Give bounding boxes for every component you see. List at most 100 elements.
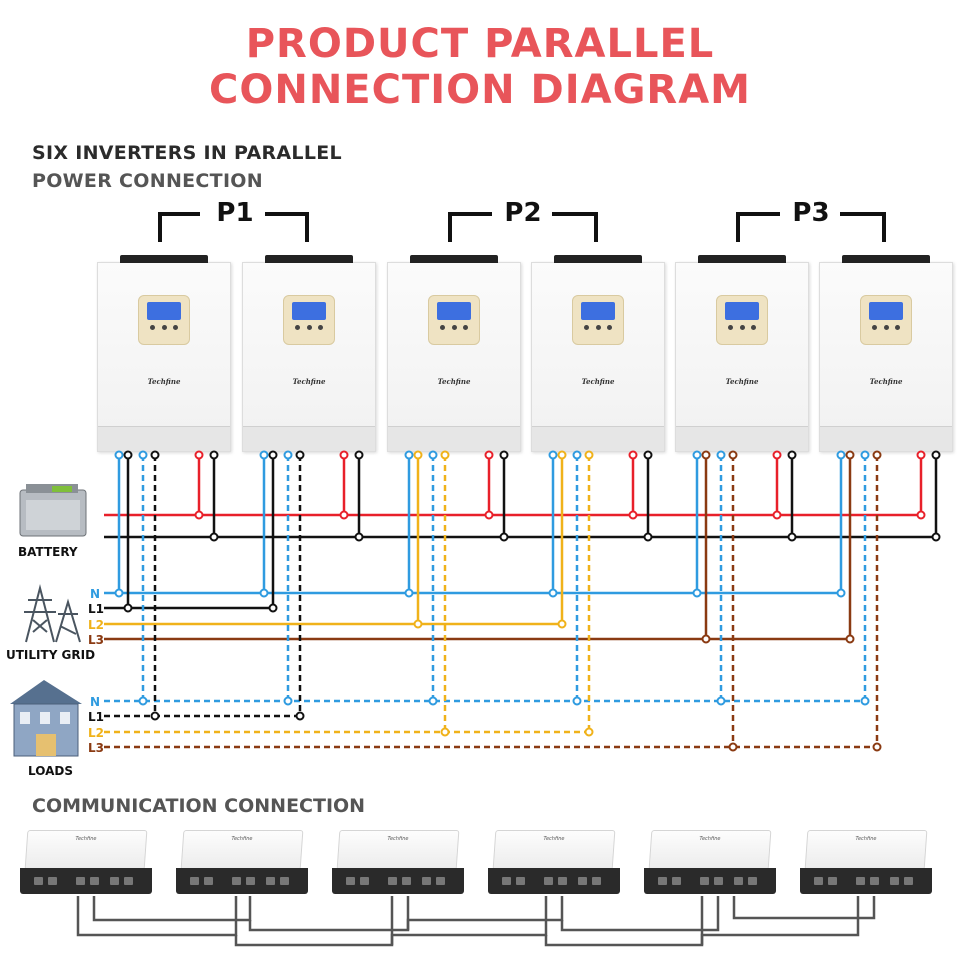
loads-line-n-label: N bbox=[90, 695, 101, 709]
inv3-load-l-terminal bbox=[440, 450, 450, 460]
inv2-battery-pos-terminal bbox=[339, 450, 349, 460]
comm-inverter-4: Techfine bbox=[488, 830, 620, 896]
bracket-p1 bbox=[158, 212, 200, 242]
inv4-load-n-terminal bbox=[572, 450, 582, 460]
port-panel bbox=[20, 868, 152, 894]
inv3-load-n-joint bbox=[428, 696, 438, 706]
brand-logo: Techfine bbox=[869, 377, 903, 386]
inv1-battery-pos-joint bbox=[194, 510, 204, 520]
terminal-cover bbox=[243, 426, 375, 451]
inv6-load-n-terminal bbox=[860, 450, 870, 460]
bracket-p3-right bbox=[840, 212, 886, 242]
diagram-title-line1: PRODUCT PARALLEL bbox=[245, 21, 715, 67]
group-label-p1: P1 bbox=[216, 198, 254, 228]
inv1-battery-neg-terminal bbox=[209, 450, 219, 460]
inv6-battery-neg-terminal bbox=[931, 450, 941, 460]
inverter-unit-1: Techfine bbox=[97, 255, 231, 452]
inv3-grid-n-terminal bbox=[404, 450, 414, 460]
inv2-load-l-terminal bbox=[295, 450, 305, 460]
group-label-p3: P3 bbox=[792, 198, 830, 228]
inv2-grid-l-joint bbox=[268, 603, 278, 613]
comm-inverter-1: Techfine bbox=[20, 830, 152, 896]
grid-line-n-label: N bbox=[90, 587, 101, 601]
group-label-p2: P2 bbox=[504, 198, 542, 228]
inv6-battery-pos-joint bbox=[916, 510, 926, 520]
lcd-screen bbox=[725, 302, 759, 320]
inv1-load-l-joint bbox=[150, 711, 160, 721]
port-panel bbox=[488, 868, 620, 894]
inv2-load-l-joint bbox=[295, 711, 305, 721]
inv2-grid-n-terminal bbox=[259, 450, 269, 460]
control-panel bbox=[572, 295, 624, 345]
inv3-battery-pos-joint bbox=[484, 510, 494, 520]
inv6-grid-l-terminal bbox=[845, 450, 855, 460]
battery-icon bbox=[19, 484, 87, 537]
lcd-screen bbox=[581, 302, 615, 320]
port-panel bbox=[332, 868, 464, 894]
inv2-battery-pos-joint bbox=[339, 510, 349, 520]
panel-buttons bbox=[584, 325, 612, 331]
brand-logo: Techfine bbox=[725, 377, 759, 386]
inv6-grid-l-joint bbox=[845, 634, 855, 644]
inverter-unit-6: Techfine bbox=[819, 255, 953, 452]
utility-grid-icon bbox=[24, 584, 81, 643]
inv5-grid-n-joint bbox=[692, 588, 702, 598]
lcd-screen bbox=[292, 302, 326, 320]
inv1-load-l-terminal bbox=[150, 450, 160, 460]
panel-buttons bbox=[728, 325, 756, 331]
inv2-battery-neg-joint bbox=[354, 532, 364, 542]
inv3-load-l-joint bbox=[440, 727, 450, 737]
control-panel bbox=[860, 295, 912, 345]
mounting-bracket bbox=[698, 255, 786, 263]
inv5-load-l-terminal bbox=[728, 450, 738, 460]
port-panel bbox=[176, 868, 308, 894]
inv4-grid-n-joint bbox=[548, 588, 558, 598]
terminal-cover bbox=[820, 426, 952, 451]
inv5-battery-pos-terminal bbox=[772, 450, 782, 460]
loads-house-icon bbox=[10, 680, 82, 757]
inv1-load-n-joint bbox=[138, 696, 148, 706]
inv5-grid-l-terminal bbox=[701, 450, 711, 460]
brand-logo: Techfine bbox=[231, 836, 253, 842]
inv5-grid-l-joint bbox=[701, 634, 711, 644]
mounting-bracket bbox=[410, 255, 498, 263]
loads-line-l2-label: L2 bbox=[88, 726, 104, 740]
brand-logo: Techfine bbox=[699, 836, 721, 842]
brand-logo: Techfine bbox=[147, 377, 181, 386]
inv1-grid-l-terminal bbox=[123, 450, 133, 460]
panel-buttons bbox=[150, 325, 178, 331]
inv5-battery-pos-joint bbox=[772, 510, 782, 520]
brand-logo: Techfine bbox=[581, 377, 615, 386]
inv4-grid-n-terminal bbox=[548, 450, 558, 460]
inv5-load-n-joint bbox=[716, 696, 726, 706]
inv5-grid-n-terminal bbox=[692, 450, 702, 460]
panel-buttons bbox=[440, 325, 468, 331]
inv3-load-n-terminal bbox=[428, 450, 438, 460]
inv6-grid-n-terminal bbox=[836, 450, 846, 460]
inverter-unit-5: Techfine bbox=[675, 255, 809, 452]
inv4-load-l-terminal bbox=[584, 450, 594, 460]
comm-cable-3 bbox=[234, 896, 394, 947]
comm-inverter-3: Techfine bbox=[332, 830, 464, 896]
bracket-p1-right bbox=[265, 212, 309, 242]
inverter-unit-2: Techfine bbox=[242, 255, 376, 452]
brand-logo: Techfine bbox=[543, 836, 565, 842]
terminal-cover bbox=[676, 426, 808, 451]
inv2-grid-l-terminal bbox=[268, 450, 278, 460]
brand-logo: Techfine bbox=[292, 377, 326, 386]
inv4-battery-neg-joint bbox=[643, 532, 653, 542]
mounting-bracket bbox=[120, 255, 208, 263]
lcd-screen bbox=[437, 302, 471, 320]
brand-logo: Techfine bbox=[437, 377, 471, 386]
inv3-grid-l-terminal bbox=[413, 450, 423, 460]
communication-cables bbox=[76, 896, 876, 947]
comm-cable-9 bbox=[700, 896, 860, 945]
lcd-screen bbox=[869, 302, 903, 320]
lcd-screen bbox=[147, 302, 181, 320]
inv2-battery-neg-terminal bbox=[354, 450, 364, 460]
comm-cable-1 bbox=[76, 896, 238, 937]
inv5-load-l-joint bbox=[728, 742, 738, 752]
brand-logo: Techfine bbox=[75, 836, 97, 842]
inv2-load-n-terminal bbox=[283, 450, 293, 460]
inv3-battery-neg-joint bbox=[499, 532, 509, 542]
